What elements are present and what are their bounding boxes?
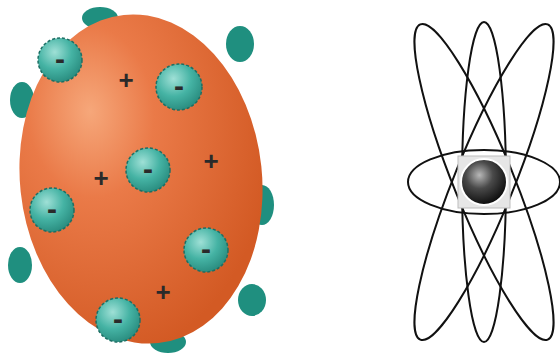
atom-orbits: [393, 13, 560, 351]
positive-charge: +: [155, 279, 170, 305]
electron: -: [154, 62, 204, 112]
negative-charge: -: [201, 234, 211, 264]
negative-charge: -: [174, 71, 184, 101]
negative-charge: -: [143, 154, 153, 184]
electron: -: [182, 226, 230, 274]
electron: -: [124, 146, 172, 194]
positive-charge: +: [203, 148, 218, 174]
negative-charge: -: [47, 194, 57, 224]
positive-charge: +: [118, 67, 133, 93]
electron: -: [28, 186, 76, 234]
nucleus: [461, 159, 507, 205]
negative-charge: -: [55, 44, 65, 74]
nucleus-frame: [458, 156, 510, 208]
positive-sphere: + + + + - - - - - -: [18, 12, 264, 346]
electron: -: [94, 296, 142, 344]
positive-charge: +: [93, 165, 108, 191]
electron: -: [36, 36, 84, 84]
negative-charge: -: [113, 304, 123, 334]
